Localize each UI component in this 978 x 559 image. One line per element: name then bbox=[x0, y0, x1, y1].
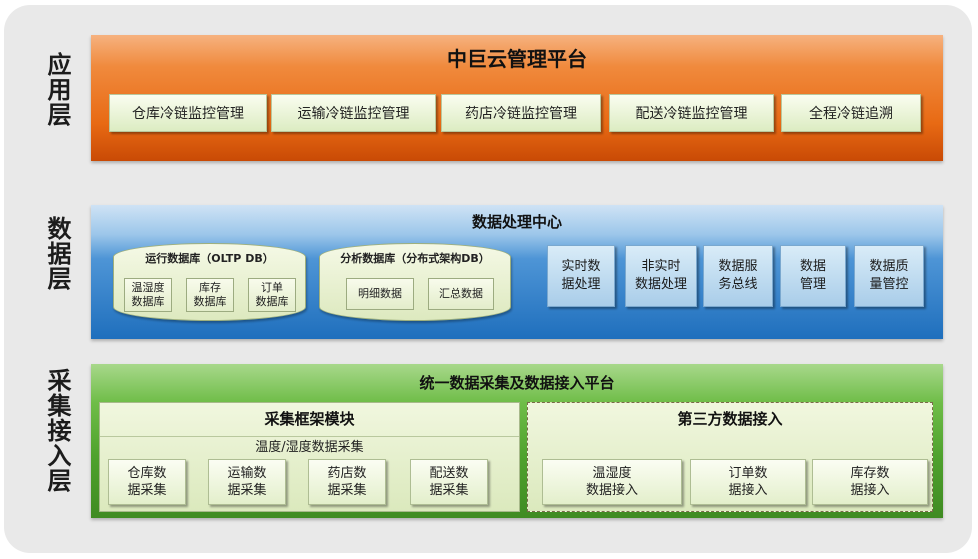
third-party-title: 第三方数据接入 bbox=[677, 410, 783, 428]
transport-cold-chain-module: 运输冷链监控管理 bbox=[271, 94, 436, 132]
acquisition-framework-module: 采集框架模块 温度/湿度数据采集 仓库数 据采集 运输数 据采集 药店数 据采集… bbox=[99, 402, 520, 512]
inventory-data-access: 库存数 据接入 bbox=[812, 459, 928, 505]
data-center-title: 数据处理中心 bbox=[471, 213, 562, 231]
oltp-database-title: 运行数据库（OLTP DB） bbox=[145, 252, 274, 265]
analytic-database: 分析数据库（分布式架构DB） 明细数据 汇总数据 bbox=[319, 243, 511, 321]
data-layer-label: 数据层 bbox=[43, 216, 71, 291]
third-party-access-module: 第三方数据接入 温湿度 数据接入 订单数 据接入 库存数 据接入 bbox=[527, 402, 933, 512]
detail-data: 明细数据 bbox=[346, 278, 414, 310]
delivery-cold-chain-module: 配送冷链监控管理 bbox=[609, 94, 774, 132]
framework-title: 采集框架模块 bbox=[264, 410, 355, 428]
acquisition-platform-title: 统一数据采集及数据接入平台 bbox=[419, 374, 615, 392]
data-management: 数据 管理 bbox=[780, 245, 846, 307]
pharmacy-data-collection: 药店数 据采集 bbox=[308, 459, 386, 505]
transport-data-collection: 运输数 据采集 bbox=[208, 459, 286, 505]
order-db: 订单 数据库 bbox=[248, 278, 296, 312]
warehouse-cold-chain-module: 仓库冷链监控管理 bbox=[109, 94, 267, 132]
data-service-bus: 数据服 务总线 bbox=[703, 245, 773, 307]
summary-data: 汇总数据 bbox=[428, 278, 494, 310]
non-realtime-processing: 非实时 数据处理 bbox=[625, 245, 697, 307]
order-data-access: 订单数 据接入 bbox=[690, 459, 806, 505]
full-traceability-module: 全程冷链追溯 bbox=[781, 94, 921, 132]
data-layer-band: 数据处理中心 运行数据库（OLTP DB） 温湿度 数据库 库存 数据库 订单 … bbox=[91, 205, 943, 339]
temperature-humidity-access: 温湿度 数据接入 bbox=[542, 459, 682, 505]
warehouse-data-collection: 仓库数 据采集 bbox=[108, 459, 186, 505]
application-title: 中巨云管理平台 bbox=[447, 47, 587, 71]
acquisition-layer-band: 统一数据采集及数据接入平台 采集框架模块 温度/湿度数据采集 仓库数 据采集 运… bbox=[91, 364, 943, 518]
framework-subtitle: 温度/湿度数据采集 bbox=[100, 436, 519, 458]
pharmacy-cold-chain-module: 药店冷链监控管理 bbox=[441, 94, 601, 132]
realtime-processing: 实时数 据处理 bbox=[547, 245, 615, 307]
temperature-humidity-db: 温湿度 数据库 bbox=[124, 278, 172, 312]
oltp-database: 运行数据库（OLTP DB） 温湿度 数据库 库存 数据库 订单 数据库 bbox=[113, 243, 306, 321]
inventory-db: 库存 数据库 bbox=[186, 278, 234, 312]
application-layer-label: 应用层 bbox=[43, 52, 71, 127]
data-quality-control: 数据质 量管控 bbox=[854, 245, 924, 307]
delivery-data-collection: 配送数 据采集 bbox=[410, 459, 488, 505]
acquisition-layer-label: 采集接入层 bbox=[43, 368, 71, 493]
application-layer-band: 中巨云管理平台 仓库冷链监控管理 运输冷链监控管理 药店冷链监控管理 配送冷链监… bbox=[91, 35, 943, 161]
analytic-database-title: 分析数据库（分布式架构DB） bbox=[340, 252, 490, 265]
